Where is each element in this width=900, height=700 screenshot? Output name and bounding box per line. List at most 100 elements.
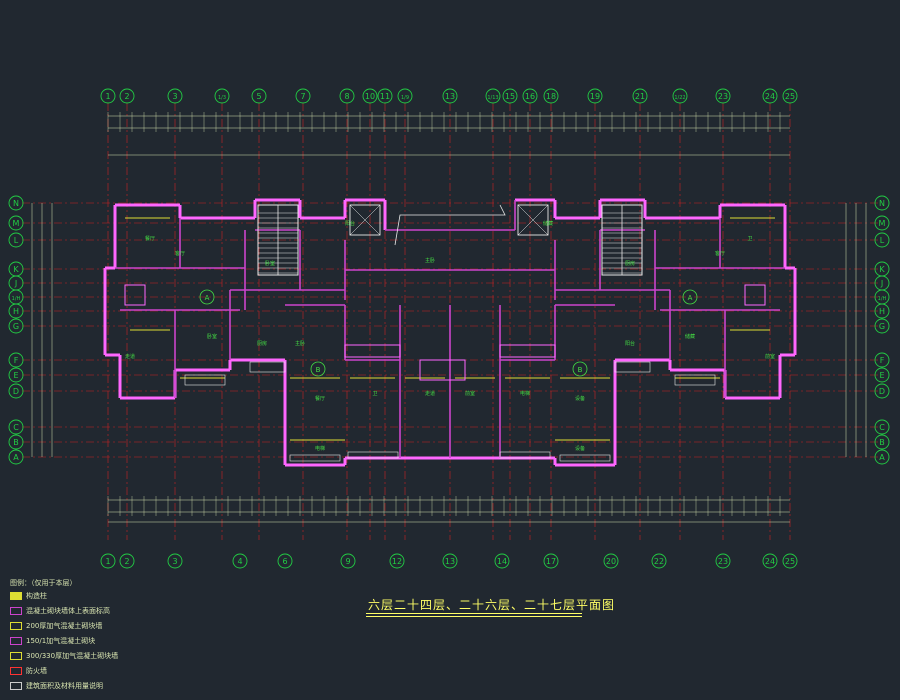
axis-bubble-label: D — [13, 387, 19, 396]
room-label: 餐厅 — [315, 395, 325, 402]
window — [184, 374, 226, 386]
unit-mark-label: B — [578, 366, 583, 374]
axis-bubble-label: L — [880, 236, 885, 245]
axis-bubble-label: 9 — [345, 557, 350, 566]
legend-heading: 图例：（仅用于本层） — [10, 579, 77, 587]
axis-bubble — [8, 367, 24, 383]
room-label: 走道 — [425, 390, 435, 397]
window — [674, 374, 716, 386]
axis-bubble-label: 1/22 — [674, 95, 685, 101]
axis-bubble — [651, 553, 667, 569]
unit-mark — [682, 289, 698, 305]
axis-bubble — [339, 88, 355, 104]
room-label: 客厅 — [175, 250, 185, 257]
axis-bubble — [632, 88, 648, 104]
axis-bubble-label: N — [13, 199, 19, 208]
axis-bubble-label: 24 — [765, 92, 775, 101]
axis-bubble-label: 1/9 — [401, 95, 409, 101]
dimension-lines — [31, 112, 867, 523]
elevator-cross — [349, 204, 381, 236]
axis-bubble — [232, 553, 248, 569]
axis-bubble — [214, 88, 230, 104]
axis-bubble-label: L — [14, 236, 19, 245]
axis-bubble-label: A — [13, 453, 19, 462]
axis-bubble — [603, 553, 619, 569]
axis-bubble — [8, 419, 24, 435]
axis-bubble — [8, 195, 24, 211]
elevator-shaft — [349, 204, 381, 236]
axis-bubble-label: 11 — [380, 92, 390, 101]
axis-bubble-label: C — [879, 423, 885, 432]
axis-bubble-label: 25 — [785, 92, 795, 101]
axis-bubble-label: F — [14, 356, 19, 365]
room-label: 主卧 — [425, 257, 435, 264]
room-label: 客厅 — [715, 250, 725, 257]
axis-bubble-label: 15 — [505, 92, 515, 101]
axis-bubble-label: 14 — [497, 557, 507, 566]
axis-bubble — [100, 88, 116, 104]
room-label: 阳台 — [625, 340, 635, 347]
unit-mark-label: B — [316, 366, 321, 374]
axis-bubble — [397, 88, 413, 104]
axis-bubble — [167, 553, 183, 569]
room-label: 走道 — [125, 353, 135, 360]
axis-bubble-label: M — [879, 219, 886, 228]
axis-bubble — [502, 88, 518, 104]
axis-bubble-label: 3 — [172, 557, 177, 566]
axis-bubble-label: 4 — [237, 557, 242, 566]
axis-bubble-label: F — [880, 356, 885, 365]
axis-bubble — [762, 88, 778, 104]
legend-item-label: 建筑面积及材料用量说明 — [26, 682, 103, 690]
axis-bubble — [874, 383, 890, 399]
room-label: 卫 — [747, 236, 752, 242]
corridor-line — [394, 204, 506, 246]
axis-bubble — [782, 553, 798, 569]
window — [289, 454, 341, 462]
axis-bubble-label: 7 — [300, 92, 305, 101]
axis-bubble — [277, 553, 293, 569]
axis-bubble-label: B — [13, 438, 19, 447]
axis-bubble — [340, 553, 356, 569]
axis-bubble-label: 5 — [256, 92, 261, 101]
elevator-cross — [517, 204, 549, 236]
axis-bubble — [100, 553, 116, 569]
bathroom-fixture — [499, 344, 556, 358]
axis-bubble-label: 16 — [525, 92, 535, 101]
room-label: 储藏 — [543, 220, 553, 227]
window — [559, 454, 611, 462]
window — [499, 451, 551, 459]
axis-bubble-label: H — [879, 307, 885, 316]
axis-bubble — [715, 553, 731, 569]
room-label: 主卧 — [295, 340, 305, 347]
room-label: 电梯 — [520, 390, 530, 397]
axis-bubble — [119, 553, 135, 569]
legend-item-label: 防火墙 — [26, 667, 47, 675]
room-label: 阳台 — [345, 220, 355, 227]
axis-bubble-label: 19 — [590, 92, 600, 101]
axis-bubble — [442, 553, 458, 569]
axis-bubble — [362, 88, 378, 104]
axis-bubble-label: 23 — [718, 557, 728, 566]
axis-bubble-label: G — [13, 322, 19, 331]
legend-swatch — [10, 652, 22, 660]
elevator-shaft — [517, 204, 549, 236]
unit-mark-label: A — [205, 294, 210, 302]
axis-bubble-label: 22 — [654, 557, 664, 566]
axis-bubble — [377, 88, 393, 104]
axis-bubble-label: K — [879, 265, 885, 274]
room-label: 电梯 — [315, 445, 325, 452]
axis-bubble-label: 1/3 — [218, 95, 226, 101]
axis-bubble-label: N — [879, 199, 885, 208]
bathroom-fixture — [419, 359, 466, 381]
axis-bubble — [782, 88, 798, 104]
axis-bubble-label: 18 — [546, 92, 556, 101]
axis-bubble-label: 21 — [635, 92, 645, 101]
room-label: 卧室 — [207, 333, 217, 340]
room-label: 餐厅 — [145, 235, 155, 242]
axis-bubble — [874, 303, 890, 319]
room-label: 设备 — [575, 445, 585, 452]
axis-bubble-label: 8 — [344, 92, 349, 101]
axis-bubble-label: 1/13 — [487, 95, 498, 101]
unit-mark — [199, 289, 215, 305]
title-underline — [366, 613, 582, 614]
